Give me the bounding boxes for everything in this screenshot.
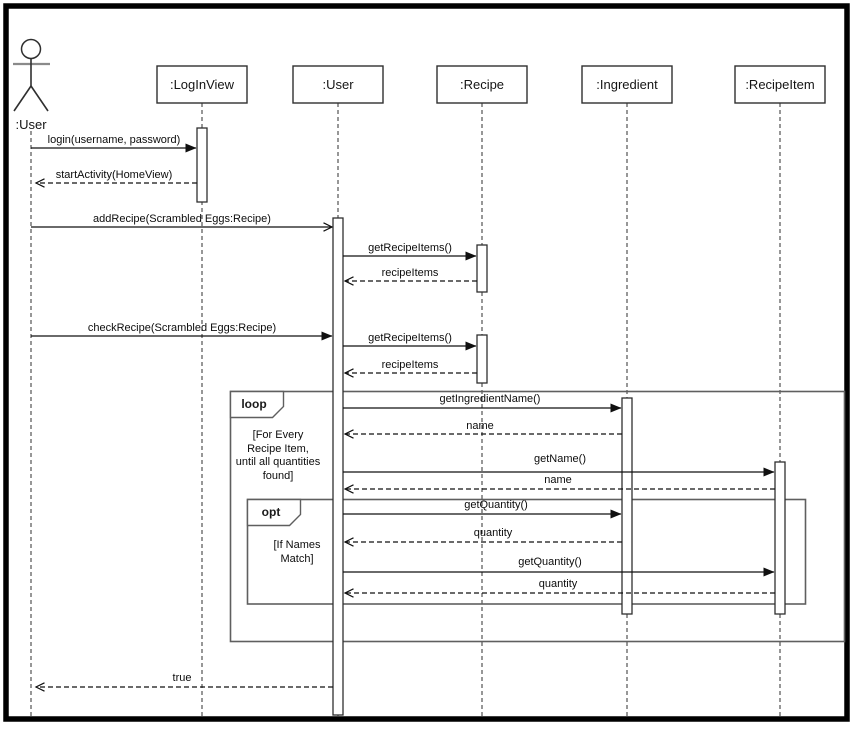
actor-figure xyxy=(13,38,50,112)
message-label-startactivity: startActivity(HomeView) xyxy=(55,169,173,181)
message-label-recipeitems-2: recipeItems xyxy=(381,359,439,371)
opt-operator-label: opt xyxy=(261,505,281,519)
message-label-true: true xyxy=(172,672,192,684)
lifeline-label-ingredient: :Ingredient xyxy=(596,77,658,92)
activation-bar-ingredient xyxy=(621,397,633,615)
actor-right-leg xyxy=(30,85,49,112)
opt-fragment-frame xyxy=(246,498,807,605)
lifeline-head-loginview xyxy=(156,65,248,104)
activation-bar-user xyxy=(332,217,344,716)
message-label-login: login(username, password) xyxy=(47,134,181,146)
message-label-getquantity-2: getQuantity() xyxy=(518,556,582,568)
lifeline-label-loginview: :LogInView xyxy=(169,77,235,92)
loop-fragment-tab xyxy=(229,390,285,419)
message-label-addrecipe: addRecipe(Scrambled Eggs:Recipe) xyxy=(93,213,271,225)
message-label-checkrecipe: checkRecipe(Scrambled Eggs:Recipe) xyxy=(87,322,277,334)
loop-operator-label: loop xyxy=(241,397,267,411)
message-label-quantity-1: quantity xyxy=(473,527,513,539)
message-label-name-1: name xyxy=(466,420,494,432)
opt-guard-label: [If Names Match] xyxy=(273,539,321,565)
opt-fragment-tab xyxy=(246,498,302,527)
loop-fragment-frame xyxy=(229,390,846,643)
message-label-recipeitems-1: recipeItems xyxy=(381,267,439,279)
diagram-border xyxy=(3,3,850,722)
lifeline-label-recipeitem: :RecipeItem xyxy=(745,77,815,92)
message-label-getingredientname: getIngredientName() xyxy=(439,393,541,405)
activation-bar-loginview xyxy=(196,127,208,203)
lifeline-head-recipe xyxy=(436,65,528,104)
activation-bar-recipe-1 xyxy=(476,244,488,293)
loop-fragment xyxy=(229,390,846,643)
actor-left-leg xyxy=(13,85,32,112)
actor-label: :User xyxy=(15,117,47,132)
actor-head xyxy=(20,38,42,60)
activation-bar-recipeitem xyxy=(774,461,786,615)
lifeline-head-user xyxy=(292,65,384,104)
lifeline-head-ingredient xyxy=(581,65,673,104)
lifeline-head-recipeitem xyxy=(734,65,826,104)
message-label-name-2: name xyxy=(544,474,572,486)
loop-guard-label: [For Every Recipe Item, until all quanti… xyxy=(235,429,321,482)
message-label-getname: getName() xyxy=(534,453,586,465)
message-label-getrecipeitems-2: getRecipeItems() xyxy=(368,332,452,344)
message-label-getrecipeitems-1: getRecipeItems() xyxy=(368,242,452,254)
message-label-quantity-2: quantity xyxy=(538,578,578,590)
opt-fragment xyxy=(246,498,807,605)
lifeline-label-recipe: :Recipe xyxy=(459,77,505,92)
lifeline-label-user: :User xyxy=(322,77,354,92)
activation-bar-recipe-2 xyxy=(476,334,488,384)
message-label-getquantity-1: getQuantity() xyxy=(464,499,528,511)
